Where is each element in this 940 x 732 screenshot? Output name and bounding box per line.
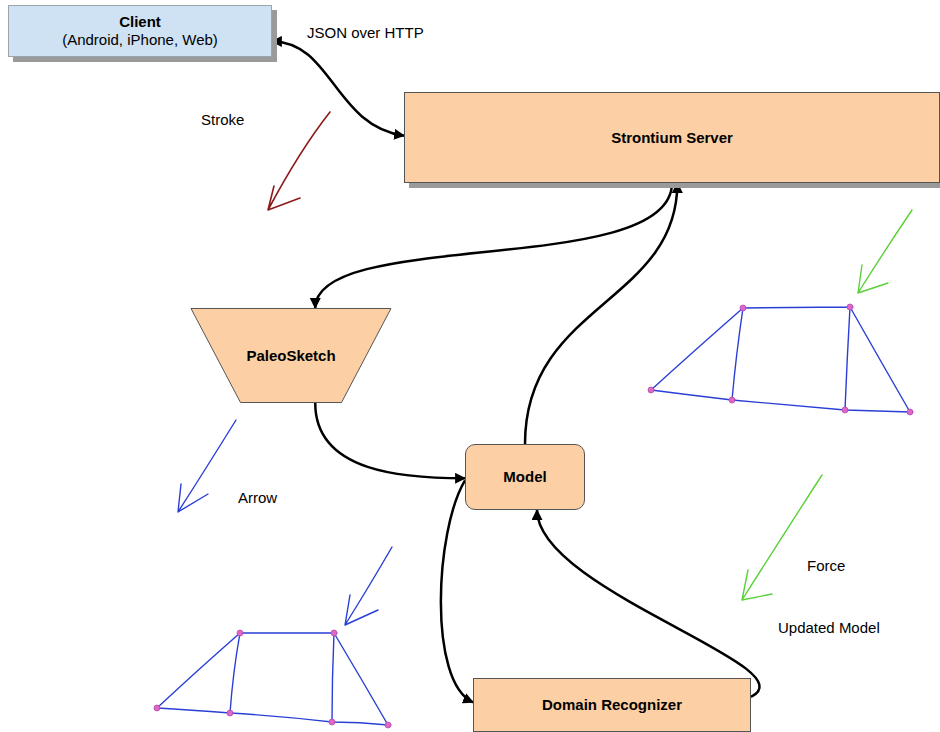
sketch-label: Force — [807, 557, 845, 575]
truss-sketch — [157, 633, 388, 725]
arrow-sketch — [178, 420, 236, 512]
flow-arrow — [525, 183, 677, 444]
flow-arrow — [315, 403, 465, 478]
sketch-label: Stroke — [201, 111, 244, 129]
process-box: Strontium Server — [404, 92, 940, 183]
node-title: PaleoSketch — [246, 347, 335, 365]
node-title: Domain Recognizer — [542, 696, 682, 714]
process-box: Model — [465, 444, 585, 510]
node-subtitle: (Android, iPhone, Web) — [62, 31, 218, 49]
process-box: Domain Recognizer — [473, 678, 751, 732]
sketch-label: Arrow — [238, 489, 277, 507]
flow-arrow — [537, 510, 760, 697]
flow-arrow — [315, 183, 672, 308]
node-title: Model — [503, 468, 546, 486]
joint-dots — [648, 304, 913, 415]
truss-sketch — [651, 307, 910, 412]
node-title: Strontium Server — [611, 129, 733, 147]
arrow-sketch — [345, 547, 392, 625]
sketch-label: Updated Model — [778, 619, 880, 637]
flow-arrow — [272, 41, 404, 135]
joint-dots — [154, 630, 391, 728]
edge-label: JSON over HTTP — [305, 24, 426, 42]
process-box: Client(Android, iPhone, Web) — [8, 5, 272, 57]
force-sketch — [858, 210, 912, 293]
force-sketch — [742, 475, 822, 600]
node-title: Client — [119, 13, 161, 31]
flow-arrow — [441, 480, 473, 702]
trapezoid-process: PaleoSketch — [190, 308, 392, 403]
stroke-sketch — [268, 112, 330, 210]
